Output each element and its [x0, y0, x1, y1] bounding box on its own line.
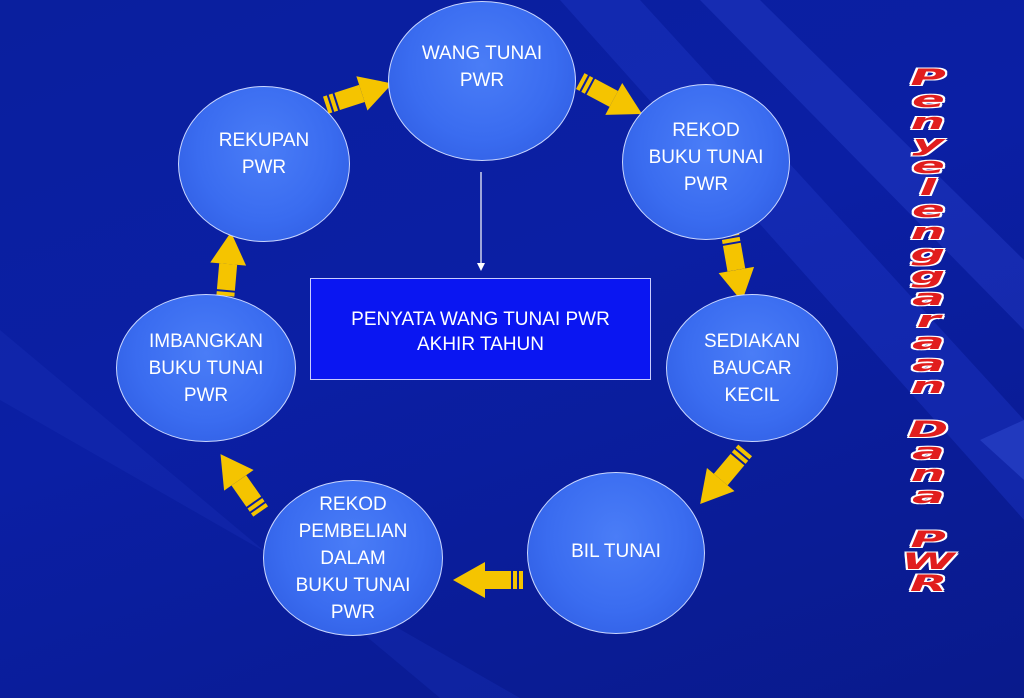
side-title-letter: y	[912, 132, 944, 157]
side-title-letter: a	[911, 286, 945, 311]
side-title-letter: l	[919, 176, 937, 201]
side-title-letter: a	[911, 352, 945, 377]
side-title-letter: g	[910, 264, 946, 289]
side-title-letter: R	[909, 572, 947, 597]
side-title-letter: a	[911, 484, 945, 509]
arrow-sediakan-to-bil	[686, 438, 759, 516]
side-title-letter: P	[910, 528, 946, 553]
side-title-letter: e	[911, 198, 945, 223]
side-title-letter: D	[907, 418, 949, 443]
node-rekod-buku-tunai[interactable]: REKOD BUKU TUNAI PWR	[622, 84, 790, 240]
penyata-box: PENYATA WANG TUNAI PWR AKHIR TAHUN	[310, 278, 651, 380]
arrow-imbangkan-to-rekupan	[206, 230, 249, 304]
node-label: IMBANGKAN BUKU TUNAI PWR	[148, 330, 264, 406]
connector-arrowhead	[477, 263, 485, 271]
arrow-rekupan-to-wang	[320, 66, 398, 123]
arrow-bil-to-pembelian	[453, 562, 523, 598]
side-title-letter: a	[911, 440, 945, 465]
node-wang-tunai[interactable]: WANG TUNAI PWR	[388, 1, 576, 161]
side-title-letter: e	[911, 88, 945, 113]
node-rekod-pembelian[interactable]: REKOD PEMBELIAN DALAM BUKU TUNAI PWR	[263, 480, 443, 636]
node-label: REKUPAN PWR	[218, 130, 310, 178]
node-label: WANG TUNAI PWR	[421, 43, 543, 91]
side-title-letter: n	[910, 374, 946, 399]
side-title-letter: r	[916, 308, 940, 333]
side-title-letter: n	[910, 110, 946, 135]
node-bil-tunai[interactable]: BIL TUNAI	[527, 472, 705, 634]
side-title-letter: W	[901, 550, 955, 575]
side-title-letter: n	[910, 462, 946, 487]
node-rekupan[interactable]: REKUPAN PWR	[178, 86, 350, 242]
node-label: SEDIAKAN BAUCAR KECIL	[703, 330, 801, 406]
side-title-letter: a	[911, 330, 945, 355]
node-imbangkan[interactable]: IMBANGKAN BUKU TUNAI PWR	[116, 294, 296, 442]
side-title-letter: e	[911, 154, 945, 179]
node-label: REKOD BUKU TUNAI PWR	[648, 119, 764, 195]
side-title-letter: n	[910, 220, 946, 245]
node-sediakan-baucar[interactable]: SEDIAKAN BAUCAR KECIL	[666, 294, 838, 442]
side-title-letter: P	[910, 66, 946, 91]
node-label: BIL TUNAI	[571, 540, 661, 562]
arrow-pembelian-to-imbangkan	[205, 443, 276, 522]
side-title-letter: g	[910, 242, 946, 267]
node-label: REKOD PEMBELIAN DALAM BUKU TUNAI PWR	[295, 493, 411, 623]
